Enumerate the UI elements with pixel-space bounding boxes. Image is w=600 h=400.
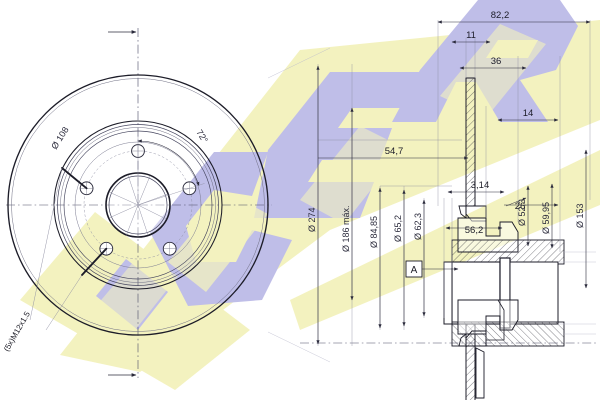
label-dim-14: 14: [523, 108, 534, 119]
label-dim-d84-85: Ø 84,85: [369, 216, 379, 248]
label-dim-d274: Ø 274: [307, 207, 317, 232]
hat-outer-circle: [63, 130, 213, 280]
bolt-hole: [162, 241, 177, 256]
label-dim-d186: Ø 186 máx.: [341, 205, 351, 252]
label-dim-d65-2: Ø 65,2: [393, 215, 403, 242]
label-dim-d52-3: Ø 52,3: [517, 199, 527, 226]
bore-radial-lines: [108, 174, 169, 237]
skirt-profile: [475, 347, 485, 399]
projection-rays: [267, 47, 331, 363]
braking-band-step2-circle: [60, 127, 216, 283]
label-dim-d153: Ø 153: [575, 203, 585, 228]
disc-outer-circle: [7, 74, 269, 336]
front-face-view: Ø 108 (5x)M12x1.5 72°: [2, 28, 272, 378]
label-dim-d59-95: Ø 59,95: [541, 202, 551, 234]
brand-watermark-icer: [20, 0, 600, 390]
angle-arc-72: [137, 139, 200, 187]
datum-feature-a: A: [405, 260, 459, 278]
label-dim-54-7: 54,7: [385, 146, 404, 157]
label-dim-56-2: 56,2: [465, 225, 484, 236]
dimension-layer: 82,2 11 36 14 54,7 3,14 56,2 26: [307, 10, 591, 346]
label-angle-72: 72°: [194, 128, 210, 145]
thread-note-guide-b: [45, 274, 83, 331]
datum-label: A: [411, 265, 418, 276]
label-dim-82-2: 82,2: [491, 10, 510, 21]
label-dim-d62-3: Ø 62,3: [413, 213, 423, 240]
hat-lip-lower: [458, 333, 467, 347]
braking-band-step-circle: [57, 124, 219, 286]
bore-shoulder-ring: [443, 261, 453, 325]
thread-leader-upper: [61, 167, 88, 190]
label-dim-3-14: 3,14: [471, 180, 490, 191]
label-dim-26: 26: [515, 201, 526, 212]
label-thread-note: (5x)M12x1.5: [2, 310, 32, 353]
angle-ray-b: [137, 183, 205, 206]
cross-section-view: [300, 77, 596, 400]
leader-d52-3: [505, 197, 527, 207]
disc-outer-inner-edge: [11, 78, 265, 332]
section-construction-lines: [558, 251, 596, 335]
thread-leader-lower: [81, 247, 108, 276]
label-dim-36: 36: [491, 56, 502, 67]
bell-inner-step-lower: [486, 299, 505, 341]
thread-note-guide-a: [29, 167, 63, 321]
label-bolt-circle-diameter: Ø 108: [49, 125, 70, 151]
label-dim-11: 11: [466, 30, 476, 41]
